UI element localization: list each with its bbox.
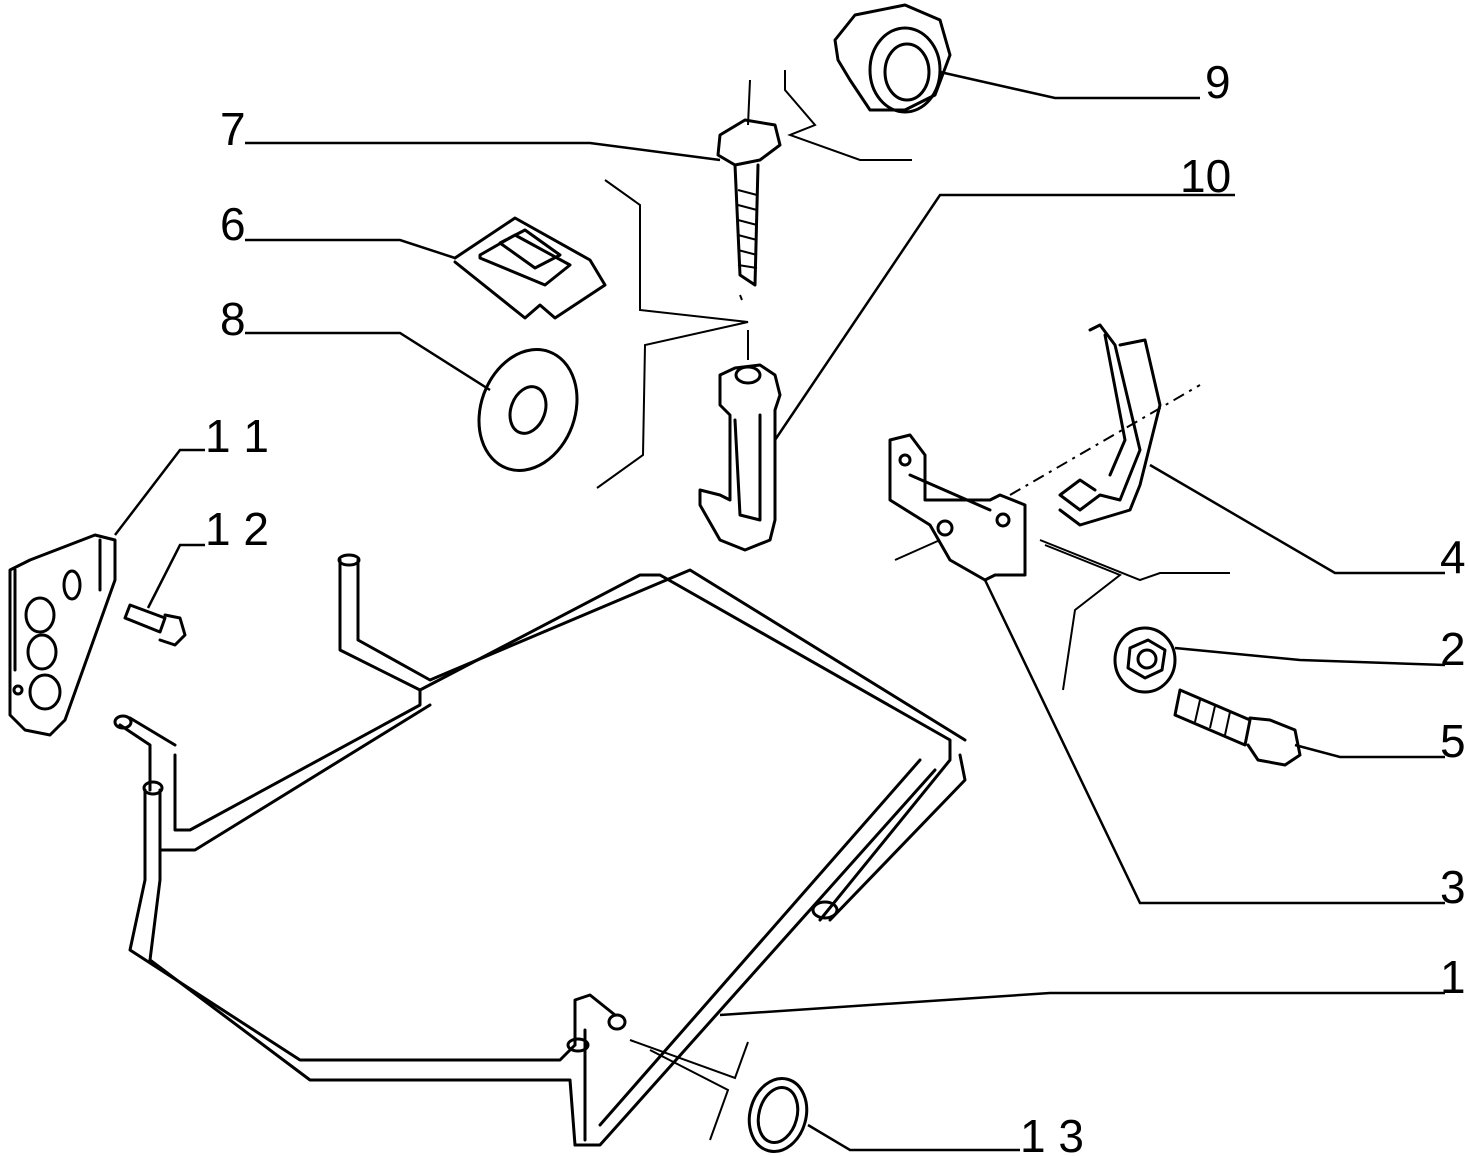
callout-4: 4 — [1440, 531, 1466, 583]
callout-1: 1 — [1440, 951, 1466, 1003]
callout-13: 1 3 — [1020, 1110, 1084, 1156]
callout-10: 10 — [1180, 150, 1231, 202]
bracket-plate — [888, 384, 1201, 582]
leader-7 — [245, 141, 721, 162]
o-ring — [747, 1077, 809, 1153]
leader-8 — [245, 331, 491, 392]
callout-8: 8 — [220, 293, 246, 345]
leader-5 — [1294, 743, 1445, 759]
callout-9: 9 — [1205, 56, 1231, 108]
leader-1 — [719, 991, 1445, 1017]
leader-12 — [146, 543, 205, 609]
leader-9 — [939, 70, 1200, 100]
callout-2: 2 — [1440, 623, 1466, 675]
callout-7: 7 — [220, 103, 246, 155]
leader-3 — [983, 579, 1445, 905]
bolt — [1173, 688, 1302, 767]
j-hook — [596, 179, 782, 552]
leader-2 — [1174, 646, 1446, 667]
leader-10 — [773, 193, 1235, 441]
mounting-plate — [8, 533, 117, 737]
washer — [477, 348, 579, 472]
leader-4 — [1149, 463, 1445, 575]
leader-lines — [114, 70, 1446, 1152]
leader-13 — [807, 1123, 1020, 1152]
grommet — [833, 3, 952, 114]
leader-11 — [114, 448, 205, 536]
spring-clip — [1039, 323, 1230, 691]
callout-3: 3 — [1440, 861, 1466, 913]
small-bolt — [123, 603, 187, 647]
rod-assembly — [113, 553, 967, 1147]
retainer-bracket — [453, 216, 607, 320]
callout-12: 1 2 — [205, 503, 269, 555]
callout-11: 1 1 — [205, 410, 269, 462]
callout-5: 5 — [1440, 715, 1466, 767]
leader-6 — [245, 238, 456, 260]
flange-nut — [1113, 626, 1177, 694]
callout-6: 6 — [220, 198, 246, 250]
callout-labels: 1 2 3 4 5 6 7 8 9 10 1 1 1 2 1 3 — [205, 56, 1466, 1156]
screw — [716, 70, 912, 301]
